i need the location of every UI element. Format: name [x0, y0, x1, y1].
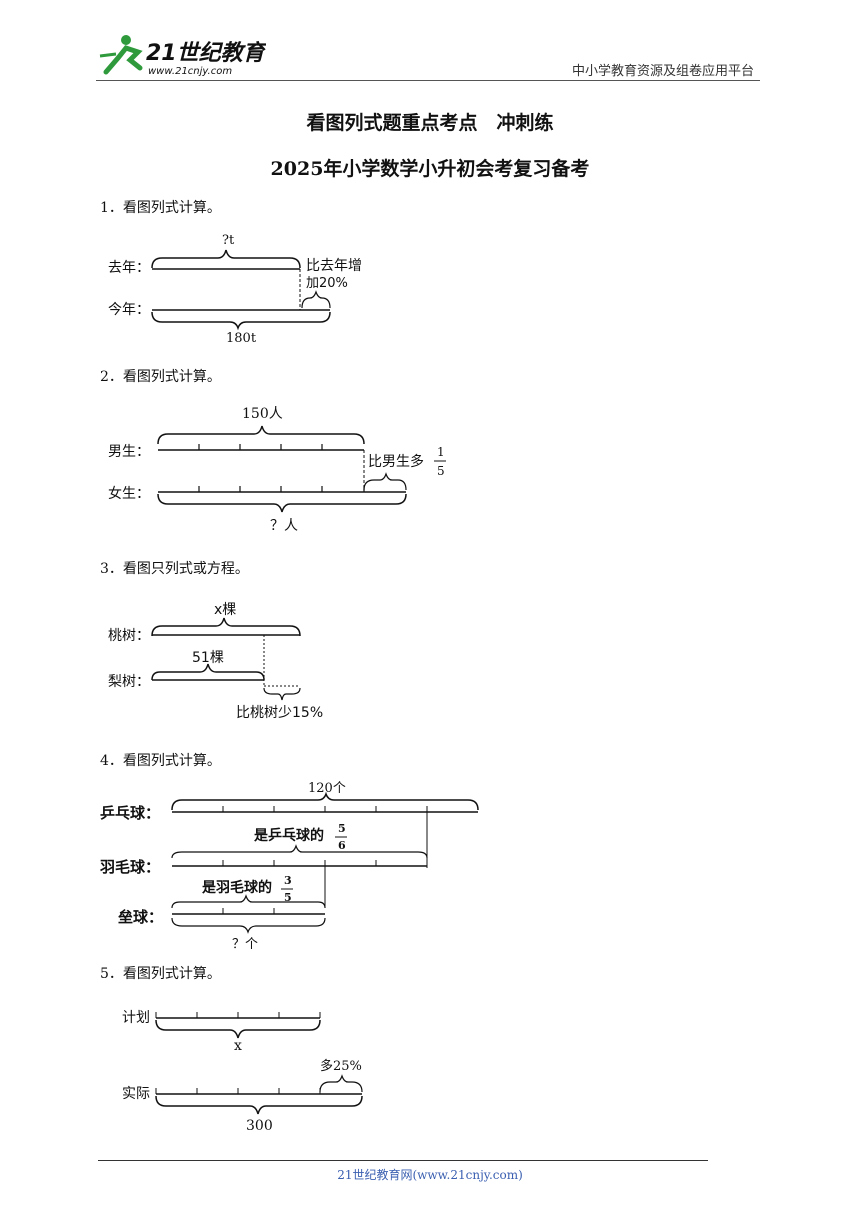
- svg-text:比男生多: 比男生多: [368, 453, 424, 470]
- footer-divider: [98, 1160, 708, 1161]
- svg-text:120个: 120个: [308, 781, 346, 796]
- logo-text: 21世纪教育: [146, 40, 266, 66]
- svg-text:？人: ？人: [270, 518, 298, 534]
- svg-text:1: 1: [437, 445, 445, 459]
- brace-bottom: [151, 311, 331, 331]
- svg-text:今年：: 今年：: [108, 302, 150, 318]
- svg-text:是乒乓球的: 是乒乓球的: [254, 827, 324, 844]
- svg-text:x棵: x棵: [214, 602, 236, 618]
- question-5-label: 5．看图列式计算。: [100, 966, 221, 982]
- page-subtitle: 2025年小学数学小升初会考复习备考: [270, 158, 590, 180]
- svg-text:比桃树少15%: 比桃树少15%: [236, 705, 323, 721]
- svg-text:羽毛球：: 羽毛球：: [100, 858, 160, 876]
- runner-icon: [99, 35, 143, 75]
- header-divider: [96, 80, 760, 81]
- svg-text:实际: 实际: [122, 1086, 150, 1102]
- question-1-label: 1．看图列式计算。: [100, 200, 221, 216]
- site-logo: 21世纪教育 www.21cnjy.com: [96, 32, 269, 78]
- svg-text:51棵: 51棵: [192, 650, 224, 666]
- svg-text:比去年增: 比去年增: [306, 258, 362, 274]
- svg-text:5: 5: [284, 891, 292, 904]
- question-1-diagram: ?t 去年： 比去年增 加20% 今年： 180t: [108, 233, 362, 346]
- question-2-label: 2．看图列式计算。: [100, 369, 221, 385]
- question-3-label: 3．看图只列式或方程。: [100, 561, 249, 577]
- svg-text:5: 5: [437, 464, 445, 478]
- svg-text:?t: ?t: [222, 233, 235, 248]
- header-tagline: 中小学教育资源及组卷应用平台: [571, 64, 754, 79]
- svg-text:150人: 150人: [242, 406, 283, 422]
- question-3-diagram: x棵 桃树： 51棵 梨树： 比桃树少15%: [108, 602, 323, 721]
- svg-text:180t: 180t: [226, 331, 257, 346]
- svg-text:男生：: 男生：: [108, 444, 150, 460]
- page-title: 看图列式题重点考点 冲刺练: [306, 112, 554, 134]
- svg-text:3: 3: [284, 874, 292, 887]
- svg-text:桃树：: 桃树：: [108, 628, 150, 644]
- svg-text:乒乓球：: 乒乓球：: [100, 804, 160, 822]
- svg-text:去年：: 去年：: [108, 260, 150, 276]
- svg-text:多25%: 多25%: [320, 1058, 362, 1074]
- svg-text:x: x: [234, 1038, 242, 1054]
- svg-text:计划: 计划: [122, 1010, 150, 1026]
- svg-text:6: 6: [338, 839, 346, 852]
- svg-text:？个: ？个: [232, 937, 258, 952]
- svg-text:女生：: 女生：: [108, 485, 150, 502]
- svg-text:5: 5: [338, 822, 346, 835]
- question-4-label: 4．看图列式计算。: [100, 753, 221, 769]
- question-5-diagram: 计划 x 多25% 实际 300: [122, 1010, 363, 1134]
- svg-text:加20%: 加20%: [306, 276, 348, 291]
- brace-top: [151, 249, 301, 269]
- footer-link[interactable]: 21世纪教育网(www.21cnjy.com): [337, 1168, 523, 1182]
- svg-text:梨树：: 梨树：: [108, 674, 150, 690]
- logo-url: www.21cnjy.com: [148, 66, 232, 77]
- svg-text:是羽毛球的: 是羽毛球的: [202, 879, 272, 896]
- question-2-diagram: 150人 男生： 比男生多 1 5 女生： ？人: [108, 406, 446, 534]
- svg-text:300: 300: [246, 1118, 273, 1134]
- svg-text:垒球：: 垒球：: [118, 908, 163, 926]
- question-4-diagram: 120个 乒乓球： 是乒乓球的 5 6 羽毛球： 是羽毛球的 3 5 垒球： ？…: [100, 781, 479, 952]
